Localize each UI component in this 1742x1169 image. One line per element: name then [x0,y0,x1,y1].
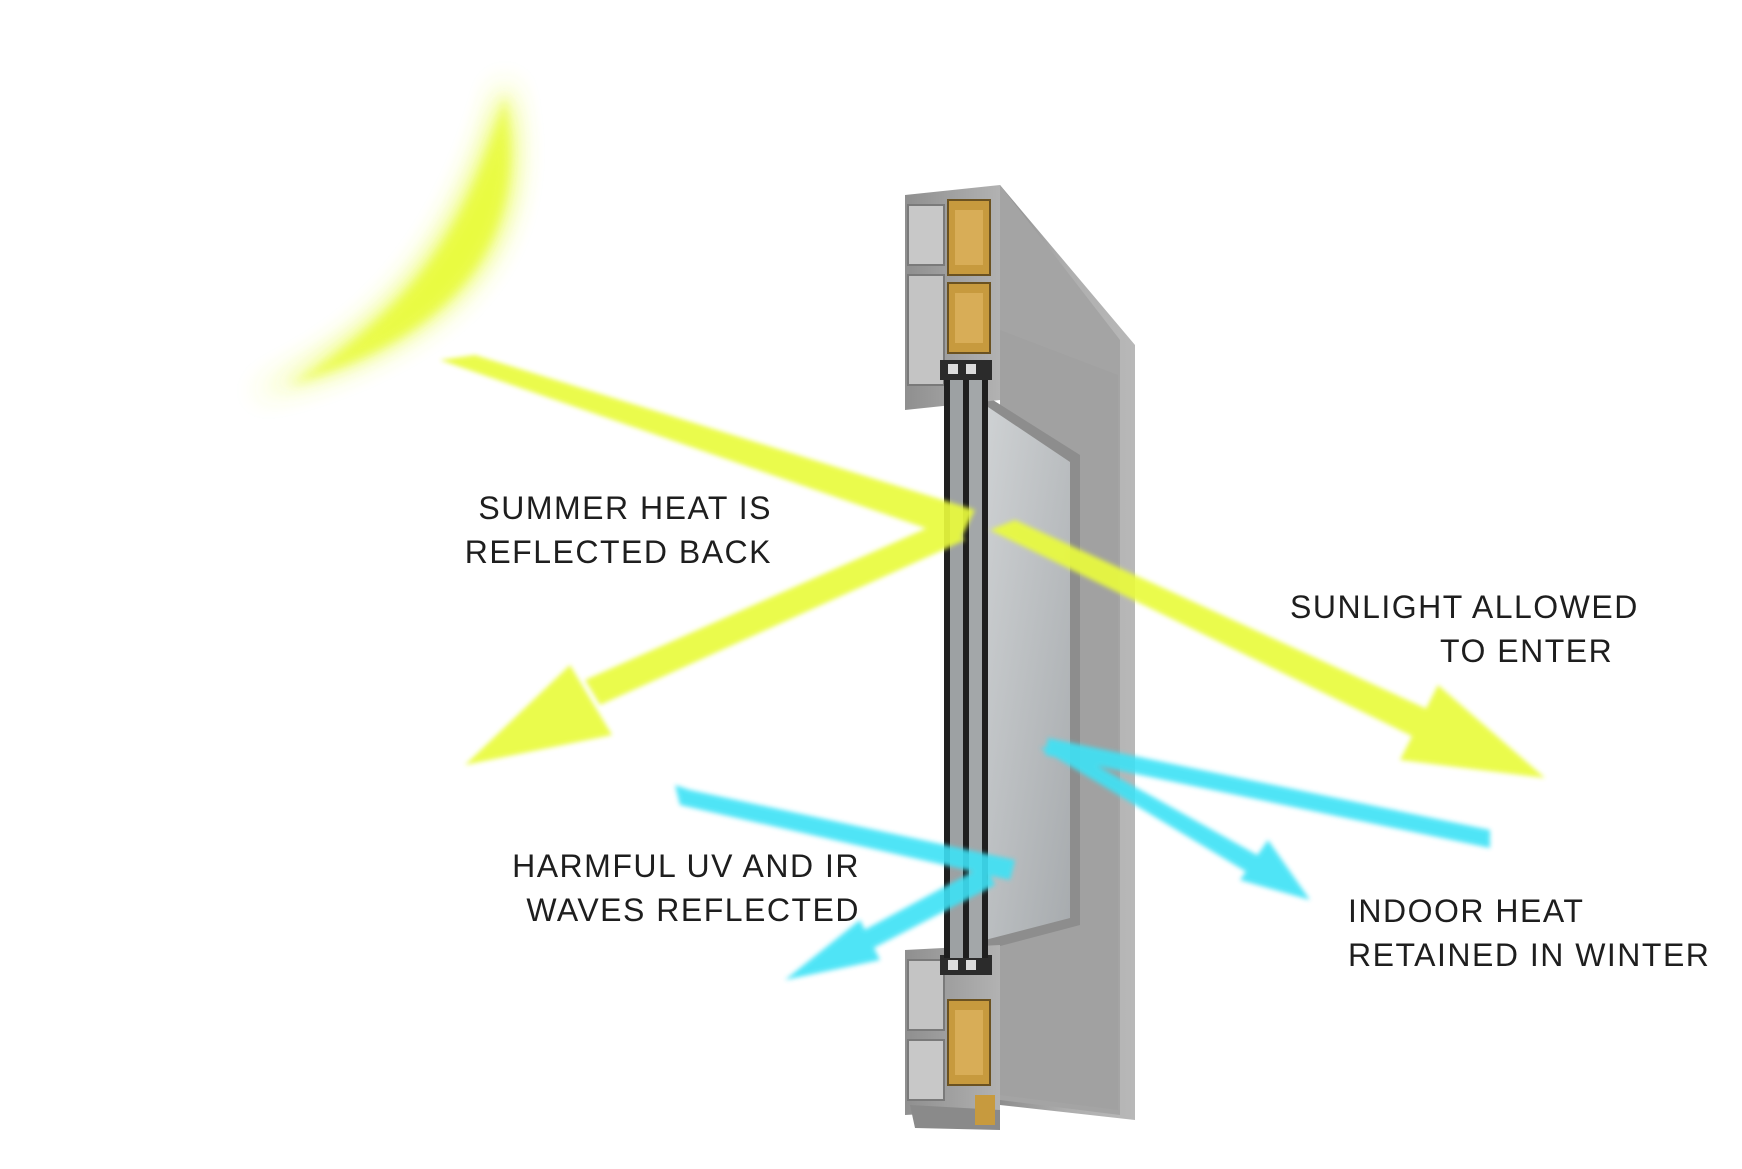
reflected-sun-arrowhead [465,665,612,765]
window-frame [905,185,1135,1130]
indoor-heat-reflected-ray [1040,745,1275,880]
label-harmful-uv: HARMFUL UV AND IR WAVES REFLECTED [470,844,860,932]
transmitted-sun-ray [990,520,1440,740]
label-indoor-heat: INDOOR HEAT RETAINED IN WINTER [1348,889,1728,977]
transmitted-sun-arrowhead [1400,685,1545,778]
incoming-sun-ray [440,355,975,540]
uv-ir-rays [675,738,1490,980]
label-sunlight-line2: TO ENTER [1440,633,1614,669]
incoming-uv-ray [675,785,1015,880]
label-harmful-uv-line1: HARMFUL UV AND IR [512,848,860,884]
sunlight-rays [440,355,1545,778]
label-sunlight: SUNLIGHT ALLOWED TO ENTER [1290,585,1690,673]
label-indoor-heat-line1: INDOOR HEAT [1348,893,1585,929]
label-summer-heat-line2: REFLECTED BACK [464,534,772,570]
indoor-heat-arrowhead [1240,840,1310,900]
reflected-uv-arrowhead [785,920,880,980]
crescent-sun-icon [250,80,515,395]
label-indoor-heat-line2: RETAINED IN WINTER [1348,937,1711,973]
reflected-uv-ray [855,865,995,955]
label-summer-heat: SUMMER HEAT IS REFLECTED BACK [440,486,772,574]
label-summer-heat-line1: SUMMER HEAT IS [478,490,772,526]
label-sunlight-line1: SUNLIGHT ALLOWED [1290,589,1639,625]
indoor-heat-ray [1045,738,1490,848]
reflected-sun-ray [585,520,965,705]
label-harmful-uv-line2: WAVES REFLECTED [526,892,860,928]
